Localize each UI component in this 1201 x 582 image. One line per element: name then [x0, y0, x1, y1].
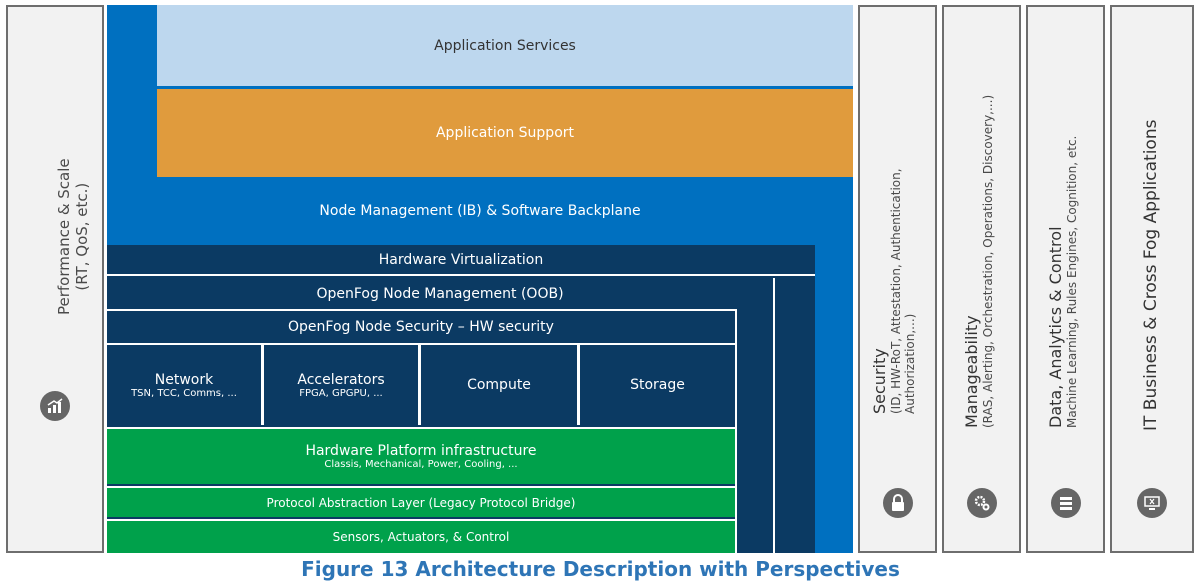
node-management-oob-layer: OpenFog Node Management (OOB)	[107, 278, 773, 309]
storage-block: Storage	[580, 345, 735, 425]
manageability-title: Manageability	[962, 95, 981, 428]
application-services-label: Application Services	[434, 38, 576, 54]
database-icon	[1051, 488, 1081, 518]
hw-virtualization-layer: Hardware Virtualization	[107, 245, 815, 276]
accelerators-label: Accelerators	[297, 372, 384, 388]
hw-virtualization-label: Hardware Virtualization	[379, 252, 543, 268]
hw-platform-label: Hardware Platform infrastructure	[305, 443, 536, 459]
figure-caption-text: Figure 13 Architecture Description with …	[301, 557, 900, 581]
performance-scale-sublabel: (RT, QoS, etc.)	[73, 158, 91, 315]
figure-caption: Figure 13 Architecture Description with …	[0, 556, 1201, 582]
node-security-layer: OpenFog Node Security – HW security	[107, 311, 735, 343]
data-analytics-panel: Data, Analytics & Control Machine Learni…	[1026, 5, 1105, 553]
application-services-layer: Application Services	[157, 5, 853, 86]
node-management-oob-label: OpenFog Node Management (OOB)	[316, 286, 563, 302]
node-management-ib-layer: Node Management (IB) & Software Backplan…	[107, 180, 853, 242]
hw-platform-layer: Hardware Platform infrastructure Classis…	[107, 427, 735, 484]
it-business-panel: IT Business & Cross Fog Applications	[1110, 5, 1194, 553]
compute-block: Compute	[421, 345, 577, 425]
security-sublabel-1: (ID, HW-RoT, Attestation, Authentication…	[889, 168, 903, 414]
sensors-label: Sensors, Actuators, & Control	[333, 530, 510, 544]
accelerators-block: Accelerators FPGA, GPGPU, ...	[264, 345, 418, 425]
lock-icon	[883, 488, 913, 518]
network-label: Network	[155, 372, 213, 388]
security-title: Security	[870, 168, 889, 414]
network-sublabel: TSN, TCC, Comms, ...	[131, 388, 237, 399]
chart-growth-icon	[40, 391, 70, 421]
performance-scale-panel: Performance & Scale (RT, QoS, etc.)	[6, 5, 104, 553]
node-management-ib-label: Node Management (IB) & Software Backplan…	[319, 203, 640, 219]
hw-platform-sublabel: Classis, Mechanical, Power, Cooling, ...	[324, 459, 517, 470]
data-analytics-title: Data, Analytics & Control	[1046, 136, 1065, 428]
security-panel: Security (ID, HW-RoT, Attestation, Authe…	[858, 5, 937, 553]
network-block: Network TSN, TCC, Comms, ...	[107, 345, 261, 425]
manageability-panel: Manageability (RAS, Alerting, Orchestrat…	[942, 5, 1021, 553]
application-support-layer: Application Support	[157, 89, 853, 177]
monitor-tools-icon	[1137, 488, 1167, 518]
protocol-abstraction-layer: Protocol Abstraction Layer (Legacy Proto…	[107, 486, 735, 517]
security-sublabel-2: Authorization,...)	[903, 168, 917, 414]
application-support-label: Application Support	[436, 125, 574, 141]
it-business-title: IT Business & Cross Fog Applications	[1141, 120, 1161, 431]
storage-label: Storage	[630, 377, 685, 393]
node-security-label: OpenFog Node Security – HW security	[288, 319, 554, 335]
data-analytics-sublabel: Machine Learning, Rules Engines, Cogniti…	[1065, 136, 1079, 428]
accelerators-sublabel: FPGA, GPGPU, ...	[299, 388, 383, 399]
protocol-abstraction-label: Protocol Abstraction Layer (Legacy Proto…	[267, 496, 576, 510]
sensors-layer: Sensors, Actuators, & Control	[107, 519, 735, 553]
gears-icon	[967, 488, 997, 518]
performance-scale-label: Performance & Scale	[55, 158, 73, 315]
compute-label: Compute	[467, 377, 531, 393]
manageability-sublabel: (RAS, Alerting, Orchestration, Operation…	[981, 95, 995, 428]
